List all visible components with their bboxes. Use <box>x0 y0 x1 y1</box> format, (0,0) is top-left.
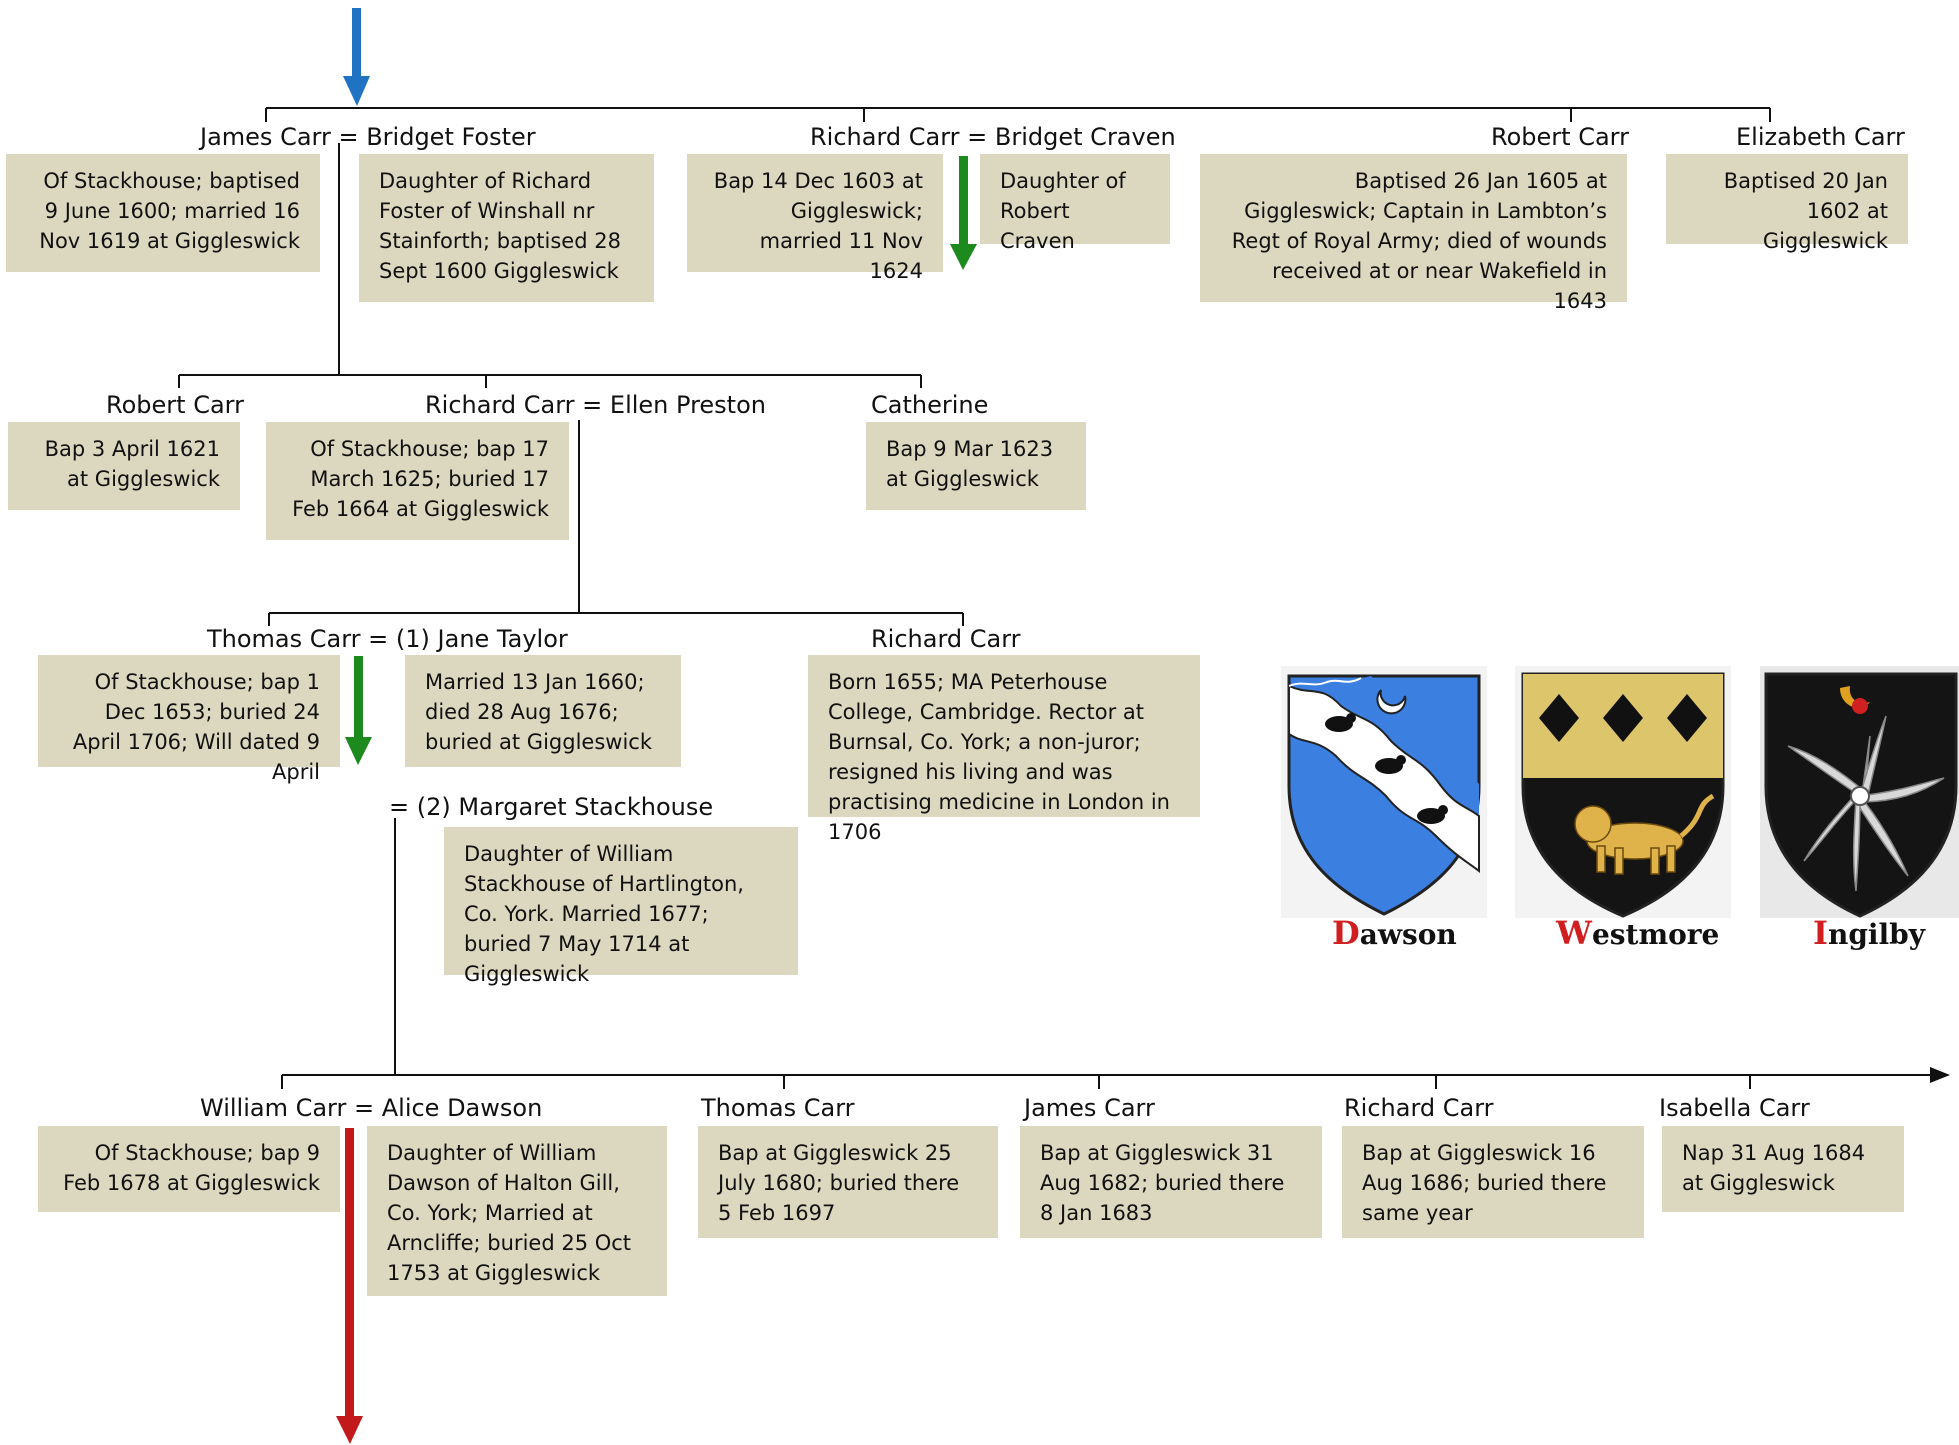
robert-carr-gen2-note: Bap 3 April 1621 at Giggleswick <box>8 422 240 510</box>
elizabeth-carr-name: Elizabeth Carr <box>1736 123 1905 151</box>
isabella-carr-name: Isabella Carr <box>1659 1094 1810 1122</box>
richard-carr-ellen-preston-name: Richard Carr = Ellen Preston <box>425 391 766 419</box>
thomas-carr-gen4-name: Thomas Carr <box>701 1094 855 1122</box>
jane-taylor-note: Married 13 Jan 1660; died 28 Aug 1676; b… <box>405 655 681 767</box>
margaret-stackhouse-note: Daughter of William Stackhouse of Hartli… <box>444 827 798 986</box>
james-carr-bridget-foster-name: James Carr = Bridget Foster <box>200 123 536 151</box>
margaret-stackhouse-name: = (2) Margaret Stackhouse <box>389 793 714 821</box>
thomas-carr-jane-taylor-name: Thomas Carr = (1) Jane Taylor <box>207 625 568 653</box>
dawson-caption: Dawson <box>1332 914 1457 952</box>
catherine-note: Bap 9 Mar 1623 at Giggleswick <box>866 422 1086 510</box>
robert-carr-gen1-note: Baptised 26 Jan 1605 at Giggleswick; Cap… <box>1200 154 1627 313</box>
bridget-craven-note: Daughter of Robert Craven <box>980 154 1170 253</box>
james-carr-gen4-name: James Carr <box>1024 1094 1155 1122</box>
dawson-shield-icon <box>1281 666 1487 918</box>
james-carr-gen4-note: Bap at Giggleswick 31 Aug 1682; buried t… <box>1020 1126 1322 1238</box>
alice-dawson-note: Daughter of William Dawson of Halton Gil… <box>367 1126 667 1296</box>
william-carr-alice-dawson-name: William Carr = Alice Dawson <box>200 1094 543 1122</box>
thomas-carr-note: Of Stackhouse; bap 1 Dec 1653; buried 24… <box>38 655 340 784</box>
richard-carr-note: Bap 14 Dec 1603 at Giggleswick; married … <box>687 154 943 283</box>
red-arrow-icon <box>336 1128 363 1444</box>
richard-carr-gen3-note: Born 1655; MA Peterhouse College, Cambri… <box>808 655 1200 844</box>
robert-carr-gen2-name: Robert Carr <box>106 391 244 419</box>
richard-carr-gen4-name: Richard Carr <box>1344 1094 1494 1122</box>
continuation-arrow-icon <box>1930 1067 1950 1083</box>
green-arrow-icon <box>345 656 372 765</box>
isabella-carr-note: Nap 31 Aug 1684 at Giggleswick <box>1662 1126 1904 1212</box>
blue-arrow-icon <box>343 8 370 106</box>
james-carr-note: Of Stackhouse; baptised 9 June 1600; mar… <box>6 154 320 272</box>
ingilby-caption: Ingilby <box>1813 914 1926 952</box>
westmore-shield-icon <box>1515 666 1731 918</box>
ingilby-shield-icon <box>1760 666 1959 918</box>
robert-carr-gen1-name: Robert Carr <box>1491 123 1629 151</box>
westmore-caption: Westmore <box>1556 914 1720 952</box>
bridget-foster-note: Daughter of Richard Foster of Winshall n… <box>359 154 654 302</box>
elizabeth-carr-note: Baptised 20 Jan 1602 at Giggleswick <box>1666 154 1908 253</box>
richard-carr-gen3-name: Richard Carr <box>871 625 1021 653</box>
thomas-carr-gen4-note: Bap at Giggleswick 25 July 1680; buried … <box>698 1126 998 1238</box>
richard-carr-gen4-note: Bap at Giggleswick 16 Aug 1686; buried t… <box>1342 1126 1644 1238</box>
green-arrow-icon <box>950 156 977 270</box>
richard-carr-bridget-craven-name: Richard Carr = Bridget Craven <box>810 123 1176 151</box>
william-carr-note: Of Stackhouse; bap 9 Feb 1678 at Giggles… <box>38 1126 340 1212</box>
richard-carr-gen2-note: Of Stackhouse; bap 17 March 1625; buried… <box>266 422 569 540</box>
catherine-name: Catherine <box>871 391 989 419</box>
